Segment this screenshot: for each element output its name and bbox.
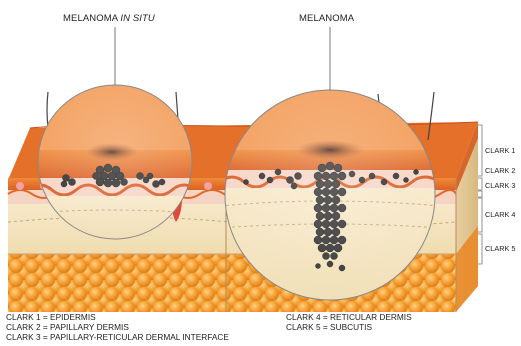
legend-left: CLARK 1 = EPIDERMIS CLARK 2 = PAPILLARY …	[6, 312, 229, 342]
title-in-situ-suffix: IN SITU	[120, 13, 154, 24]
clark-label-2: CLARK 2	[485, 166, 515, 175]
clark-brackets	[478, 125, 482, 264]
clark-label-4: CLARK 4	[485, 210, 515, 219]
legend-right: CLARK 4 = RETICULAR DERMIS CLARK 5 = SUB…	[286, 312, 412, 332]
title-melanoma: MELANOMA	[299, 13, 354, 24]
title-melanoma-in-situ: MELANOMA IN SITU	[63, 13, 155, 24]
title-in-situ-prefix: MELANOMA	[63, 13, 118, 24]
legend-item-clark-4: CLARK 4 = RETICULAR DERMIS	[286, 312, 412, 322]
legend-item-clark-2: CLARK 2 = PAPILLARY DERMIS	[6, 322, 229, 332]
legend-item-clark-5: CLARK 5 = SUBCUTIS	[286, 322, 412, 332]
legend-item-clark-3: CLARK 3 = PAPILLARY-RETICULAR DERMAL INT…	[6, 332, 229, 342]
clark-label-5: CLARK 5	[485, 244, 515, 253]
clark-label-1: CLARK 1	[485, 146, 515, 155]
clark-label-3: CLARK 3	[485, 181, 515, 190]
legend-item-clark-1: CLARK 1 = EPIDERMIS	[6, 312, 229, 322]
